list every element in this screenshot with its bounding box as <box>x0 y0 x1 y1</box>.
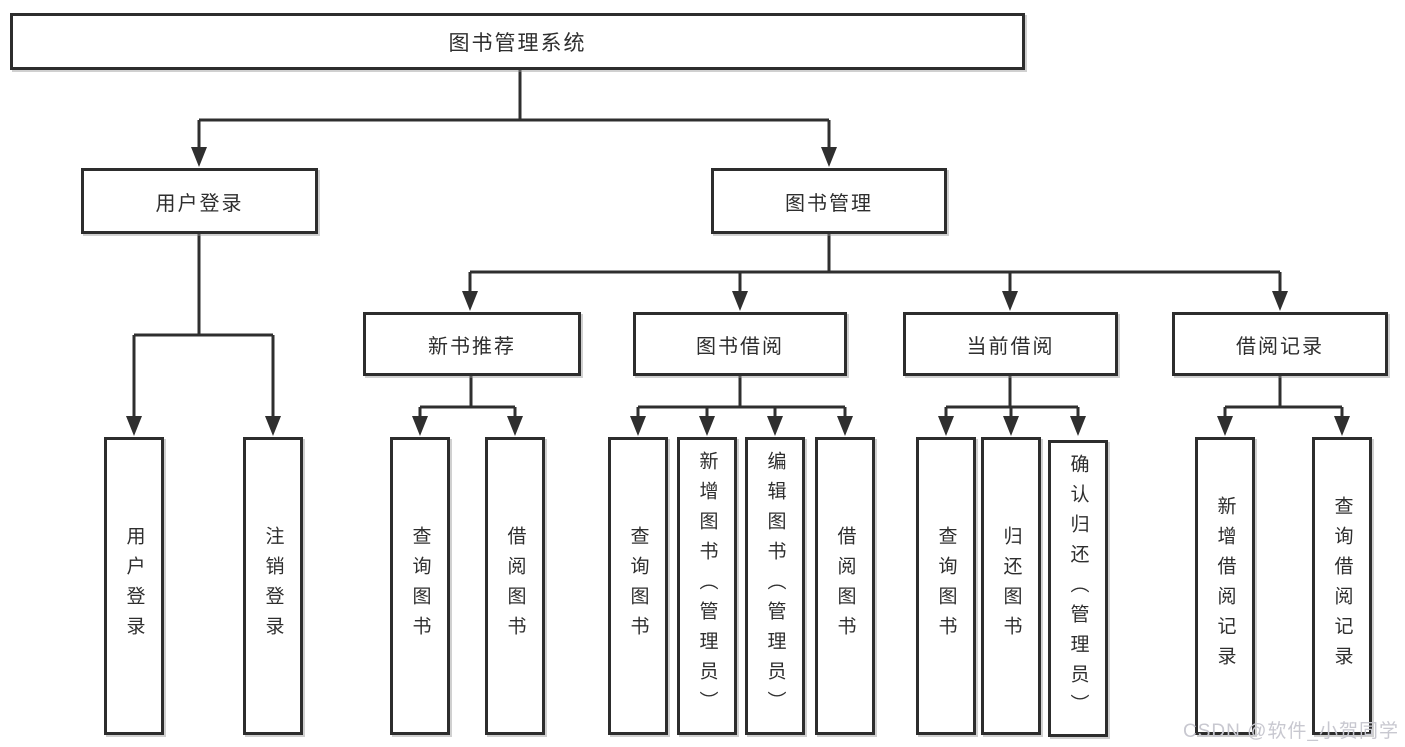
node-current-borrowing-label: 当前借阅 <box>966 335 1055 358</box>
leaf-record-query: 查询借阅记录 <box>1312 437 1372 735</box>
node-root: 图书管理系统 <box>10 13 1025 70</box>
leaf-borrow-edit-admin: 编辑图书（管理员） <box>745 437 805 735</box>
leaf-borrow-add-admin-label: 新增图书（管理员） <box>696 451 718 721</box>
arrow-down-icon <box>1070 416 1086 436</box>
arrow-down-icon <box>1272 291 1288 311</box>
arrow-down-icon <box>699 416 715 436</box>
arrow-down-icon <box>462 291 478 311</box>
leaf-logout-label: 注销登录 <box>262 526 284 646</box>
node-book-management: 图书管理 <box>711 168 947 234</box>
node-borrow-records-label: 借阅记录 <box>1236 335 1324 358</box>
leaf-user-login-label: 用户登录 <box>123 526 145 646</box>
leaf-record-add-label: 新增借阅记录 <box>1214 496 1236 676</box>
node-new-book-recommend-label: 新书推荐 <box>428 335 516 358</box>
leaf-borrow-edit-admin-label: 编辑图书（管理员） <box>764 451 786 721</box>
leaf-borrow-book-label: 借阅图书 <box>834 526 856 646</box>
csdn-watermark: CSDN @软件_小贺同学 <box>1183 721 1399 742</box>
node-root-label: 图书管理系统 <box>448 31 587 55</box>
leaf-newbook-borrow-label: 借阅图书 <box>504 526 526 646</box>
arrow-down-icon <box>837 416 853 436</box>
leaf-confirm-return-admin: 确认归还（管理员） <box>1048 440 1108 737</box>
arrow-down-icon <box>767 416 783 436</box>
arrow-down-icon <box>265 416 281 436</box>
node-borrow-records: 借阅记录 <box>1172 312 1388 376</box>
node-book-management-label: 图书管理 <box>785 192 873 215</box>
leaf-current-query: 查询图书 <box>916 437 976 735</box>
arrow-down-icon <box>1003 416 1019 436</box>
arrow-down-icon <box>938 416 954 436</box>
leaf-newbook-borrow: 借阅图书 <box>485 437 545 735</box>
arrow-down-icon <box>191 147 207 167</box>
arrow-down-icon <box>412 416 428 436</box>
leaf-record-query-label: 查询借阅记录 <box>1331 496 1353 676</box>
arrow-down-icon <box>1217 416 1233 436</box>
node-user-login-label: 用户登录 <box>155 192 244 215</box>
arrow-down-icon <box>732 291 748 311</box>
leaf-borrow-add-admin: 新增图书（管理员） <box>677 437 737 735</box>
leaf-current-query-label: 查询图书 <box>935 526 957 646</box>
arrow-down-icon <box>1334 416 1350 436</box>
node-user-login: 用户登录 <box>81 168 318 234</box>
arrow-down-icon <box>630 416 646 436</box>
leaf-borrow-book: 借阅图书 <box>815 437 875 735</box>
arrow-down-icon <box>1002 291 1018 311</box>
node-book-borrowing: 图书借阅 <box>633 312 847 376</box>
leaf-logout: 注销登录 <box>243 437 303 735</box>
leaf-borrow-query: 查询图书 <box>608 437 668 735</box>
arrow-down-icon <box>126 416 142 436</box>
leaf-borrow-query-label: 查询图书 <box>627 526 649 646</box>
leaf-return-book-label: 归还图书 <box>1000 526 1022 646</box>
leaf-record-add: 新增借阅记录 <box>1195 437 1255 735</box>
leaf-confirm-return-admin-label: 确认归还（管理员） <box>1067 453 1089 724</box>
arrow-down-icon <box>821 147 837 167</box>
node-new-book-recommend: 新书推荐 <box>363 312 581 376</box>
leaf-user-login: 用户登录 <box>104 437 164 735</box>
leaf-return-book: 归还图书 <box>981 437 1041 735</box>
leaf-newbook-query-label: 查询图书 <box>409 526 431 646</box>
node-current-borrowing: 当前借阅 <box>903 312 1118 376</box>
arrow-down-icon <box>507 416 523 436</box>
node-book-borrowing-label: 图书借阅 <box>696 335 784 358</box>
leaf-newbook-query: 查询图书 <box>390 437 450 735</box>
